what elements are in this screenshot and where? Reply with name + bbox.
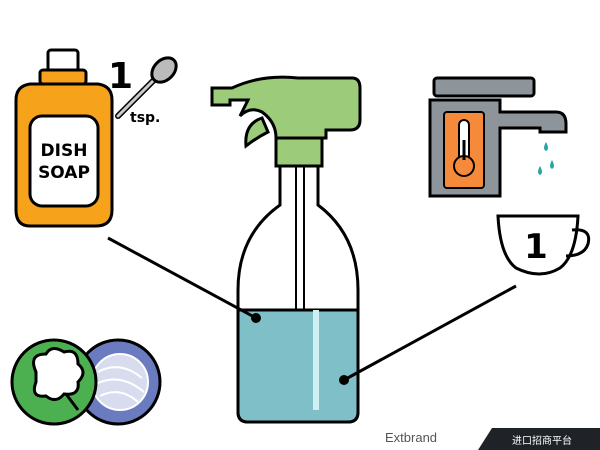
watermark-banner: 进口招商平台 (478, 428, 600, 450)
spoon-amount: 1 (108, 56, 133, 97)
dish-soap-bottle: DISH SOAP (14, 48, 114, 228)
water-pointer-line (343, 284, 517, 382)
soap-label-line1: DISH (41, 141, 88, 161)
watermark-brand: Extbrand (385, 430, 438, 445)
teaspoon: 1 tsp. (108, 56, 178, 126)
spoon-unit: tsp. (130, 110, 160, 126)
spray-bottle (210, 75, 362, 424)
soap-pointer-line (107, 236, 257, 320)
cup-amount: 1 (524, 227, 548, 267)
measuring-cup: 1 (496, 214, 591, 276)
hot-water-faucet (428, 76, 568, 198)
soap-label-line2: SOAP (38, 163, 90, 183)
watermark-slogan: 进口招商平台 (512, 436, 572, 447)
cotton-icon (10, 338, 98, 426)
